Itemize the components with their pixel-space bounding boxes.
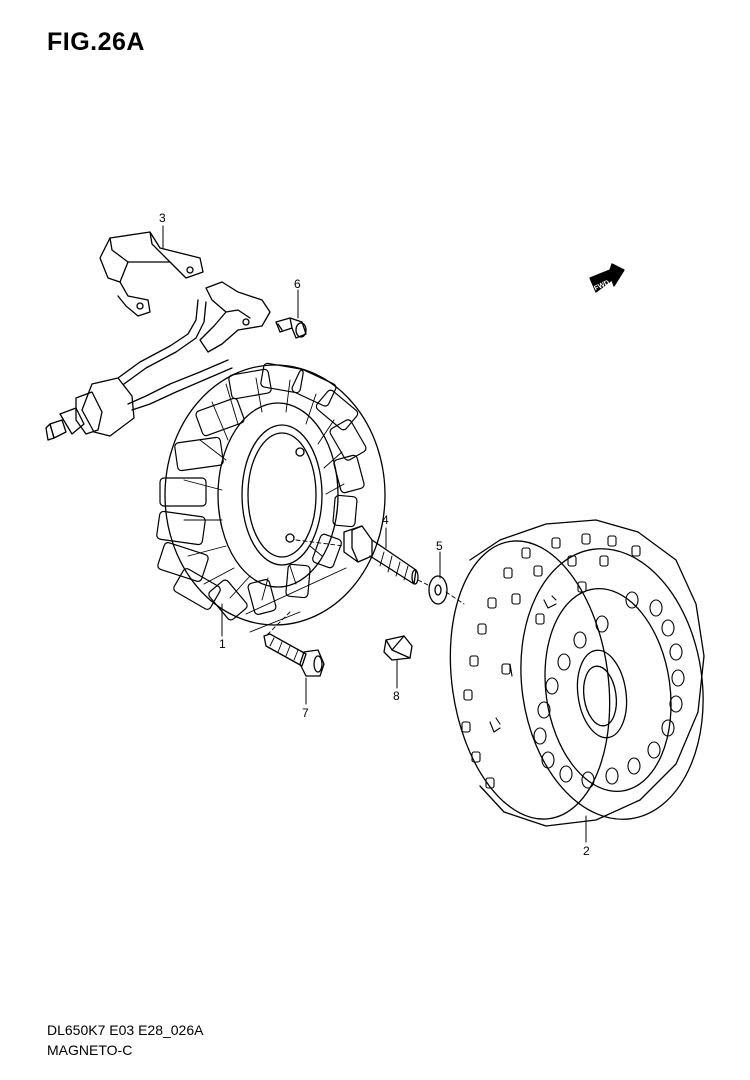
key-part: [383, 635, 413, 661]
rotor-part: [449, 519, 705, 827]
callout-4: 4: [382, 513, 389, 527]
rotor-bolt-part: [343, 525, 419, 585]
callout-8: 8: [393, 689, 400, 703]
stator-coils: [156, 362, 367, 621]
stator-bolt-part: [263, 633, 325, 677]
clamp-bolt-part: [275, 317, 307, 339]
wire-harness-part: [45, 281, 271, 441]
washer-part: [428, 575, 448, 605]
callout-7: 7: [302, 706, 309, 720]
stator-part: [156, 362, 386, 626]
bracket-part: [99, 231, 204, 317]
callout-2: 2: [583, 844, 590, 858]
figure-code: DL650K7 E03 E28_026A: [47, 1022, 204, 1038]
figure-title: FIG.26A: [47, 28, 145, 56]
rotor-inner-holes: [533, 591, 685, 789]
callout-1: 1: [219, 637, 226, 651]
rotor-slots: [461, 533, 641, 789]
fwd-arrow-icon: FWD: [589, 263, 625, 293]
callout-3: 3: [159, 211, 166, 225]
callout-6: 6: [294, 277, 301, 291]
figure-name: MAGNETO-C: [47, 1042, 133, 1058]
assembly-lines: [265, 539, 465, 637]
callout-5: 5: [436, 539, 443, 553]
leader-lines: [162, 225, 587, 843]
